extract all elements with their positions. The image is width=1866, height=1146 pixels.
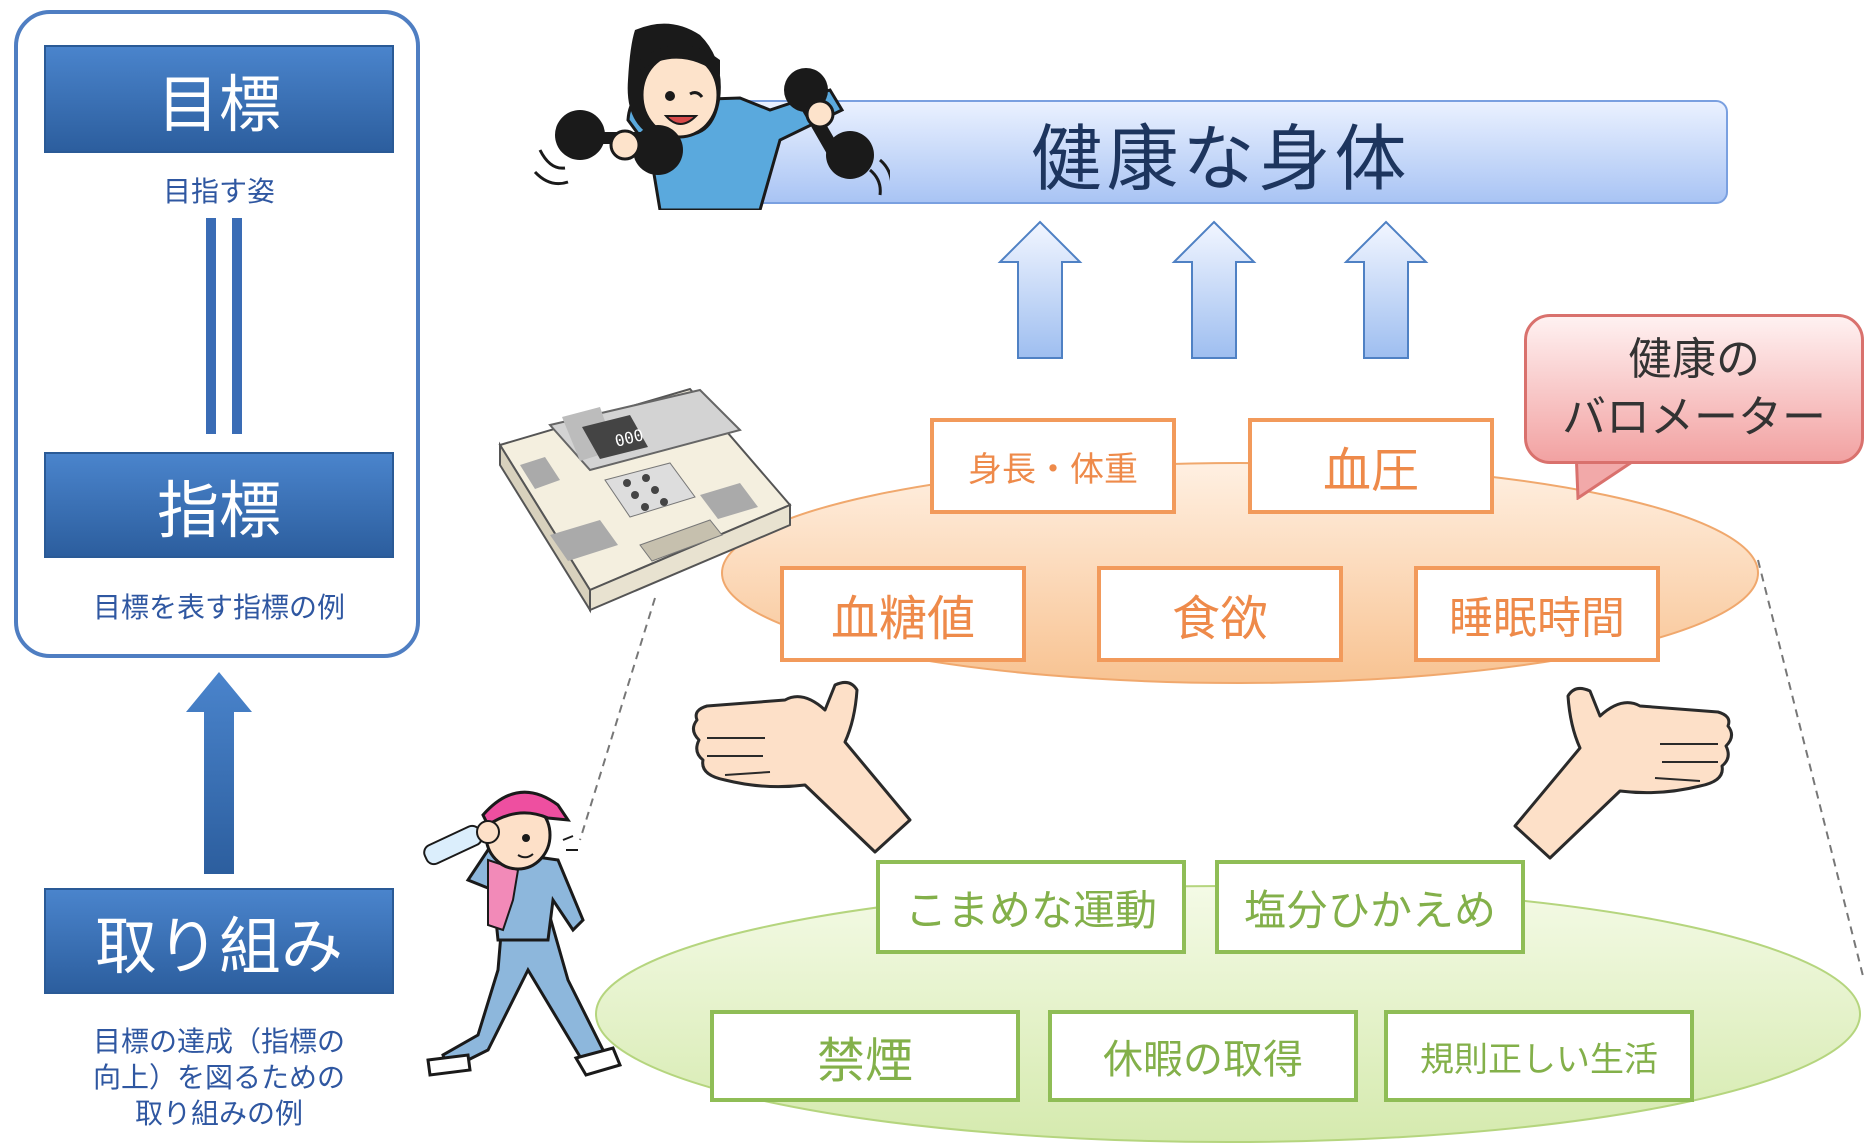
bubble-line: バロメーター	[1562, 392, 1826, 443]
goal-label: 目標	[156, 68, 281, 141]
goal-banner: 健康な身体	[713, 100, 1728, 204]
indicator-item-label: 血圧	[1322, 443, 1419, 499]
up-arrow	[997, 220, 1083, 359]
indicator-item: 身長・体重	[930, 418, 1176, 514]
indicator-item: 睡眠時間	[1414, 566, 1660, 662]
runner-illustration	[423, 790, 623, 1077]
action-item-label: 規則正しい生活	[1420, 1039, 1658, 1080]
action-label: 取り組み	[94, 910, 343, 983]
indicator-item: 血圧	[1248, 418, 1494, 514]
indicator-item-label: 食欲	[1171, 591, 1268, 647]
equals-line-left	[206, 218, 216, 434]
action-item-label: こまめな運動	[904, 885, 1157, 935]
dashed-guide-right	[1757, 559, 1865, 981]
action-caption: 目標の達成（指標の 向上）を図るための 取り組みの例	[44, 1024, 394, 1132]
action-item-label: 休暇の取得	[1103, 1037, 1303, 1083]
indicator-item-label: 血糖値	[830, 591, 975, 647]
indicator-item-label: 身長・体重	[968, 449, 1138, 490]
indicator-caption: 目標を表す指標の例	[92, 591, 345, 624]
dashed-guide-left	[579, 597, 656, 841]
equals-line-right	[232, 218, 242, 434]
up-arrows-group	[997, 220, 1429, 359]
goal-banner-text: 健康な身体	[1030, 116, 1411, 201]
action-item-label: 塩分ひかえめ	[1243, 885, 1496, 935]
up-arrow	[1343, 220, 1429, 359]
scale-illustration: 000	[498, 387, 792, 614]
bubble-line: 健康の	[1628, 334, 1760, 385]
indicator-item: 食欲	[1097, 566, 1343, 662]
action-item: 休暇の取得	[1048, 1010, 1358, 1102]
goal-box: 目標	[44, 45, 394, 153]
hand-right-icon	[1513, 686, 1733, 860]
action-box: 取り組み	[44, 888, 394, 994]
indicator-box: 指標	[44, 452, 394, 558]
action-caption-line: 取り組みの例	[134, 1097, 303, 1130]
up-arrow-left	[186, 672, 252, 874]
hand-left-icon	[692, 680, 912, 854]
indicator-label: 指標	[156, 474, 281, 547]
action-item: 禁煙	[710, 1010, 1020, 1102]
indicator-item-label: 睡眠時間	[1449, 593, 1625, 644]
action-item: 規則正しい生活	[1384, 1010, 1694, 1102]
woman-dumbbell-illustration	[533, 23, 890, 210]
action-item: 塩分ひかえめ	[1215, 860, 1525, 954]
goal-caption: 目指す姿	[162, 175, 275, 208]
up-arrow	[1171, 220, 1257, 359]
indicator-item: 血糖値	[780, 566, 1026, 662]
action-caption-line: 向上）を図るための	[92, 1061, 345, 1094]
action-item-label: 禁煙	[816, 1033, 913, 1089]
barometer-bubble: 健康の バロメーター	[1524, 314, 1864, 464]
action-caption-line: 目標の達成（指標の	[92, 1025, 345, 1058]
action-item: こまめな運動	[876, 860, 1186, 954]
